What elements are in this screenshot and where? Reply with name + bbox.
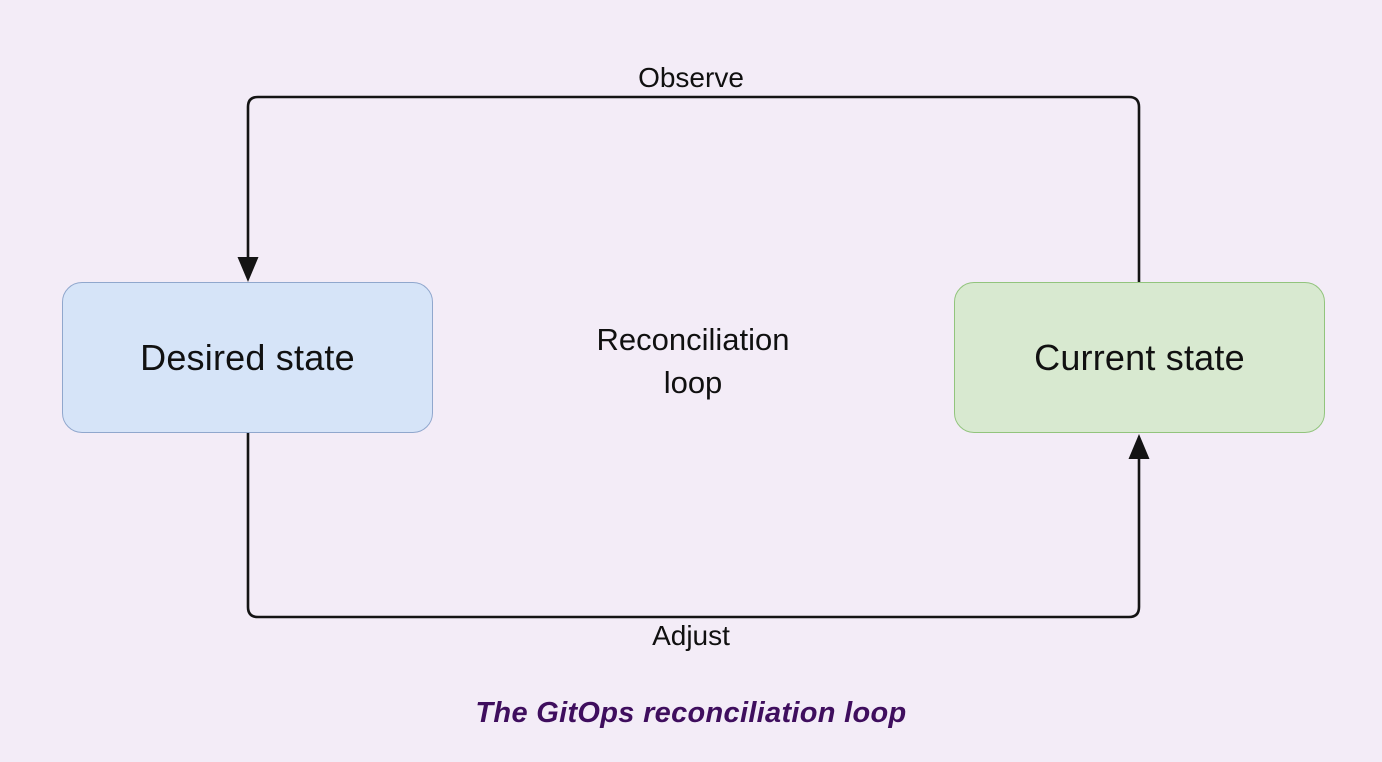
current-state-node: Current state	[954, 282, 1325, 433]
observe-arrowhead-icon	[237, 257, 259, 282]
current-state-label: Current state	[1034, 336, 1245, 378]
diagram-caption: The GitOps reconciliation loop	[475, 697, 907, 729]
observe-arrow	[237, 95, 1141, 282]
adjust-edge-label: Adjust	[652, 620, 730, 651]
desired-state-node: Desired state	[62, 282, 433, 433]
observe-edge-label: Observe	[638, 62, 744, 93]
adjust-arrowhead-icon	[1128, 434, 1150, 459]
desired-state-label: Desired state	[140, 336, 355, 378]
reconciliation-loop-label: Reconciliation loop	[596, 322, 790, 400]
adjust-arrow	[246, 433, 1150, 619]
